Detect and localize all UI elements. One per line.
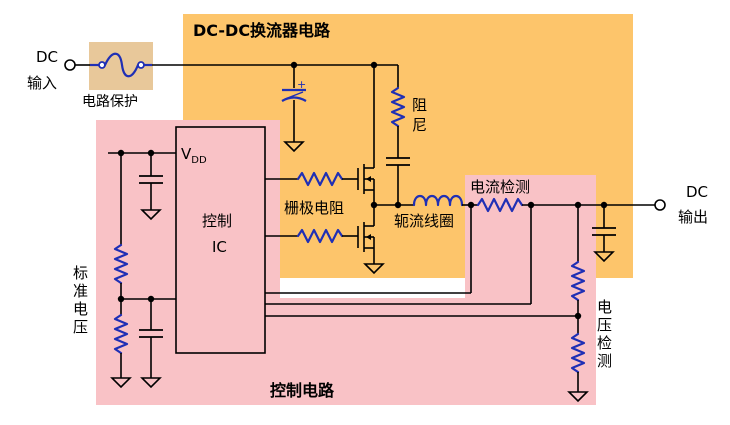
high-side-mosfet — [357, 162, 375, 194]
low-side-mosfet — [357, 222, 385, 275]
dc-input-label-line1: DC — [36, 48, 58, 66]
dc-output-label-line1: DC — [686, 183, 708, 201]
voltage-detect-char-3: 检 — [597, 334, 612, 352]
control-title: 控制电路 — [270, 381, 335, 400]
vdd-label: VDD — [181, 145, 207, 166]
voltage-detect-char-2: 压 — [597, 316, 612, 334]
dc-input-terminal — [64, 59, 90, 71]
vdd-decoupling-capacitor — [139, 153, 163, 221]
fuse-symbol — [90, 52, 152, 78]
fuse-label: 电路保护 — [82, 94, 138, 110]
vdd-subscript: DD — [191, 155, 207, 166]
dc-output-terminal — [654, 199, 666, 211]
control-circuit-block-lower — [96, 298, 596, 405]
damping-network — [386, 65, 410, 205]
reference-voltage-char-2: 准 — [73, 282, 88, 300]
voltage-detect-char-1: 电 — [597, 298, 612, 316]
dc-input-label-line2: 输入 — [27, 74, 57, 92]
gate-resistor-label: 栅极电阻 — [284, 199, 344, 217]
damping-label-line2: 尼 — [412, 116, 427, 134]
ic-label-line2: IC — [212, 238, 227, 256]
reference-capacitor — [139, 299, 163, 389]
reference-voltage-char-1: 标 — [73, 264, 88, 282]
output-capacitor — [592, 205, 616, 263]
current-detect-label: 电流检测 — [470, 178, 530, 196]
dc-output-label-line2: 输出 — [678, 208, 708, 226]
voltage-detect-char-4: 测 — [597, 352, 612, 370]
damping-label-line1: 阻 — [412, 96, 427, 114]
choke-coil — [412, 194, 464, 207]
reference-voltage-char-3: 电 — [73, 300, 88, 318]
input-capacitor: + — [281, 65, 307, 153]
reference-voltage-char-4: 压 — [73, 318, 88, 336]
choke-label: 轭流线圈 — [394, 212, 454, 230]
svg-text:+: + — [297, 78, 306, 91]
gate-resistor-low — [265, 228, 358, 244]
ic-label-line1: 控制 — [202, 212, 232, 230]
control-ic-box — [175, 126, 266, 354]
dcdc-title: DC-DC换流器电路 — [193, 21, 331, 40]
vdd-main: V — [181, 145, 192, 163]
gate-resistor-high — [265, 171, 358, 187]
current-sense-resistor — [476, 197, 524, 213]
